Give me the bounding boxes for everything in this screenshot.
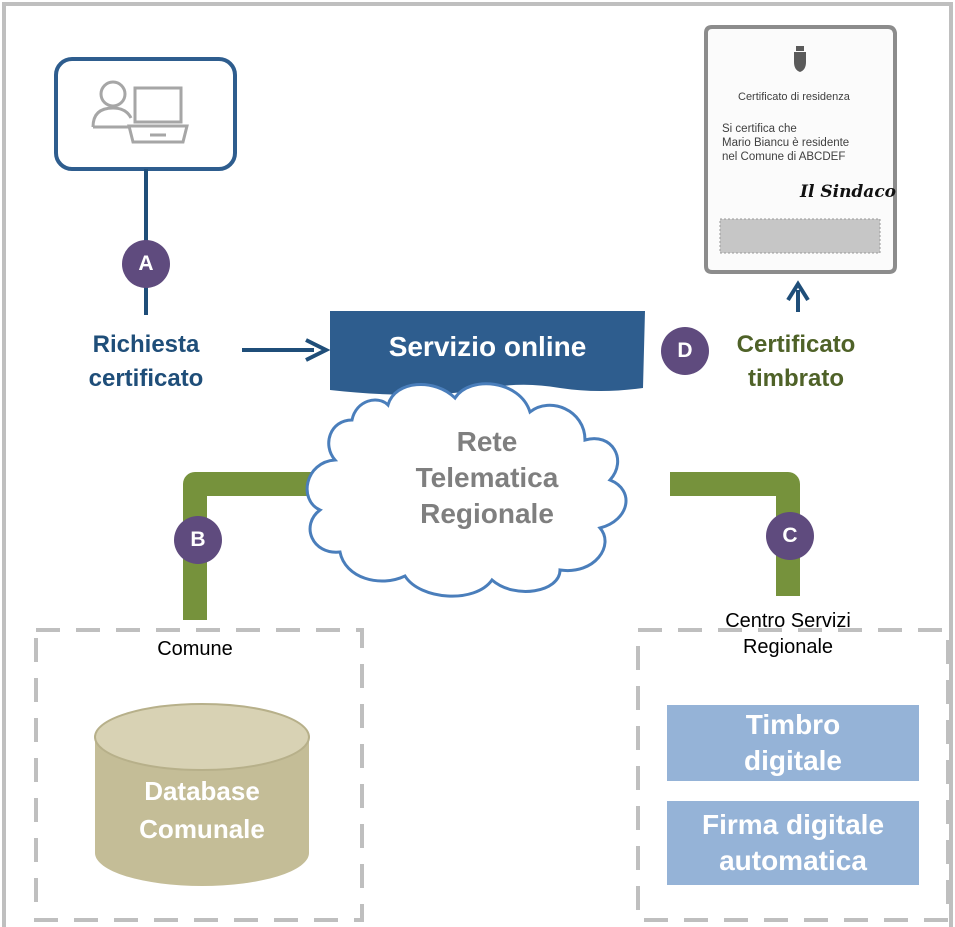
municipality-container [34, 628, 364, 922]
certificate-body-line3: nel Comune di ABCDEF [722, 151, 846, 163]
municipality-label: Comune [157, 638, 233, 660]
database-label-line2: Comunale [139, 814, 265, 844]
arrow-request-to-service [242, 338, 331, 362]
user-laptop-icon [91, 80, 189, 144]
regional-center-label-line1: Centro Servizi [725, 610, 851, 632]
output-label-line2: timbrato [748, 365, 844, 392]
network-label-line2: Telematica [415, 462, 559, 493]
service-label: Servizio online [388, 331, 587, 362]
digital-signature-box: Firma digitale automatica [667, 801, 919, 885]
digital-stamp-box: Timbro digitale [667, 705, 919, 781]
certificate-body-line1: Si certifica che [722, 123, 797, 135]
regional-center-label-line2: Regionale [742, 636, 834, 658]
step-badge-a: A [122, 240, 170, 288]
digital-signature-line1: Firma digitale [701, 809, 885, 840]
output-label: Certificato timbrato [716, 328, 876, 396]
regional-center-container [636, 628, 950, 922]
arrow-to-certificate [786, 280, 810, 312]
database-label-line1: Database [144, 776, 260, 806]
request-label: Richiesta certificato [76, 328, 216, 396]
database-label: Database Comunale [100, 772, 304, 848]
output-label-line1: Certificato [736, 331, 856, 358]
network-label-line1: Rete [456, 426, 518, 457]
step-badge-d: D [661, 327, 709, 375]
request-label-line1: Richiesta [92, 331, 200, 358]
step-badge-c: C [766, 512, 814, 560]
network-pipe-left [183, 472, 325, 620]
certificate-signature: Il Sindaco [800, 182, 897, 202]
municipal-crest-icon [794, 46, 806, 72]
certificate-document [704, 25, 897, 274]
regional-center-label: Centro Servizi Regionale [688, 608, 888, 660]
step-badge-b: B [174, 516, 222, 564]
request-label-line2: certificato [88, 365, 204, 392]
digital-stamp-line1: Timbro [745, 709, 841, 740]
service-banner [330, 311, 645, 395]
cloud-icon [305, 382, 628, 598]
network-label: Rete Telematica Regionale [392, 424, 582, 532]
digital-stamp-line2: digitale [743, 745, 842, 776]
user-terminal [54, 57, 237, 171]
network-label-line3: Regionale [420, 498, 554, 529]
database-cylinder-icon [94, 703, 310, 886]
certificate-body-line2: Mario Biancu è residente [722, 137, 850, 149]
digital-signature-line2: automatica [719, 845, 867, 876]
certificate-title: Certificato di residenza [738, 91, 850, 103]
